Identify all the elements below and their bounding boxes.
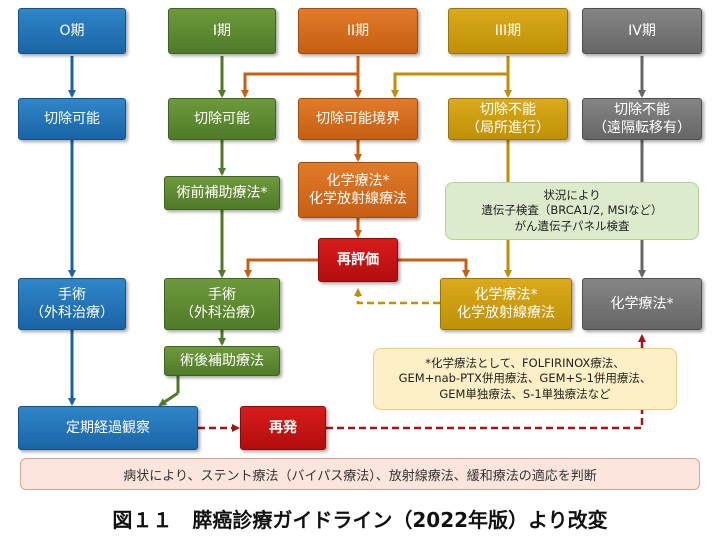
resectable-stage-1: 切除可能 (168, 98, 276, 140)
stage-1-label: I期 (212, 22, 232, 39)
unresectable-metastatic: 切除不能 （遠隔転移有） (582, 98, 702, 140)
chemo-note-line2: GEM+nab-PTX併用療法、GEM+S-1併用療法、 (398, 371, 652, 386)
genetic-testing-note: 状況により 遺伝子検査（BRCA1/2, MSIなど） がん遺伝子パネル検査 (445, 182, 699, 240)
stage-2-label: II期 (346, 22, 370, 39)
surgery-stage-1: 手術 （外科治療） (164, 278, 280, 330)
chemo-stage-2: 化学療法* 化学放射線療法 (298, 162, 418, 218)
chemo-stage-2-line1: 化学療法* (326, 172, 390, 189)
unresectable-la-line2: （局所進行） (466, 120, 550, 136)
surgery-1-line2: （外科治療） (180, 305, 264, 321)
recurrence-label: 再発 (269, 419, 297, 436)
genetic-line1: 状況により (543, 187, 601, 202)
resectable-stage-1-label: 切除可能 (194, 110, 250, 127)
resectable-stage-0: 切除可能 (18, 98, 126, 140)
neoadjuvant-label: 術前補助療法* (176, 184, 268, 201)
followup-label: 定期経過観察 (66, 419, 150, 436)
resectable-stage-0-label: 切除可能 (44, 110, 100, 127)
figure-caption: 図１１ 膵癌診療ガイドライン（2022年版）より改変 (112, 508, 608, 532)
chemo-stage-2-line2: 化学放射線療法 (309, 191, 407, 207)
stage-4-header: IV期 (582, 8, 702, 54)
chemo-stage-3: 化学療法* 化学放射線療法 (440, 278, 572, 330)
unresectable-locally-advanced: 切除不能 （局所進行） (448, 98, 568, 140)
surgery-0-line1: 手術 (58, 286, 86, 303)
adjuvant-label: 術後補助療法 (180, 352, 264, 369)
stage-0-header: O期 (18, 8, 126, 54)
chemo-stage-4: 化学療法* (582, 278, 702, 330)
reevaluation-box: 再評価 (318, 238, 398, 282)
regular-followup: 定期経過観察 (18, 406, 198, 450)
borderline-resectable: 切除可能境界 (298, 98, 418, 140)
reevaluation-label: 再評価 (337, 251, 379, 268)
recurrence-box: 再発 (240, 406, 326, 450)
surgery-0-line2: （外科治療） (30, 305, 114, 321)
stage-0-label: O期 (59, 22, 85, 39)
chemo-note-line3: GEM単独療法、S-1単独療法など (439, 386, 611, 401)
palliative-note: 病状により、ステント療法（バイパス療法）、放射線療法、緩和療法の適応を判断 (20, 458, 700, 490)
unresectable-meta-line1: 切除不能 (614, 101, 670, 118)
stage-3-label: III期 (494, 22, 522, 39)
stage-3-header: III期 (448, 8, 568, 54)
chemo-stage-3-line1: 化学療法* (474, 286, 538, 303)
neoadjuvant-therapy: 術前補助療法* (164, 176, 280, 210)
chemo-note-line1: *化学療法として、FOLFIRINOX療法、 (425, 355, 625, 370)
chemo-regimen-note: *化学療法として、FOLFIRINOX療法、 GEM+nab-PTX併用療法、G… (373, 348, 677, 410)
unresectable-la-line1: 切除不能 (480, 101, 536, 118)
borderline-resectable-label: 切除可能境界 (316, 110, 400, 127)
stage-4-label: IV期 (628, 22, 656, 39)
chemo-stage-3-line2: 化学放射線療法 (457, 305, 555, 321)
unresectable-meta-line2: （遠隔転移有） (593, 120, 691, 136)
palliative-note-text: 病状により、ステント療法（バイパス療法）、放射線療法、緩和療法の適応を判断 (123, 468, 597, 484)
genetic-line3: がん遺伝子パネル検査 (514, 218, 630, 233)
genetic-line2: 遺伝子検査（BRCA1/2, MSIなど） (481, 203, 663, 218)
stage-2-header: II期 (298, 8, 418, 54)
chemo-stage-4-label: 化学療法* (610, 295, 674, 312)
adjuvant-therapy: 術後補助療法 (164, 346, 280, 376)
surgery-1-line1: 手術 (208, 286, 236, 303)
stage-1-header: I期 (168, 8, 276, 54)
surgery-stage-0: 手術 （外科治療） (18, 278, 126, 330)
